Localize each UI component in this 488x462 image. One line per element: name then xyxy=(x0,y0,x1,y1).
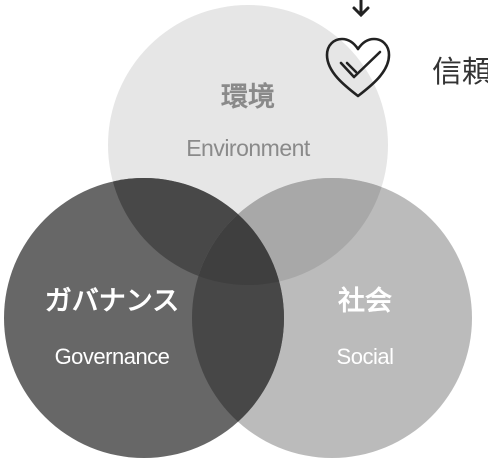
governance-title: ガバナンス xyxy=(45,286,179,317)
center-overlap xyxy=(192,178,284,285)
social-title: 社会 xyxy=(338,285,392,317)
governance-subtitle: Governance xyxy=(55,344,170,369)
social-subtitle: Social xyxy=(337,344,394,369)
environment-title: 環境 xyxy=(221,82,275,113)
trust-label: 信頼 xyxy=(432,55,488,90)
arrow-down-icon xyxy=(352,0,370,18)
heart-check-icon xyxy=(325,37,391,98)
environment-subtitle: Environment xyxy=(186,135,311,161)
